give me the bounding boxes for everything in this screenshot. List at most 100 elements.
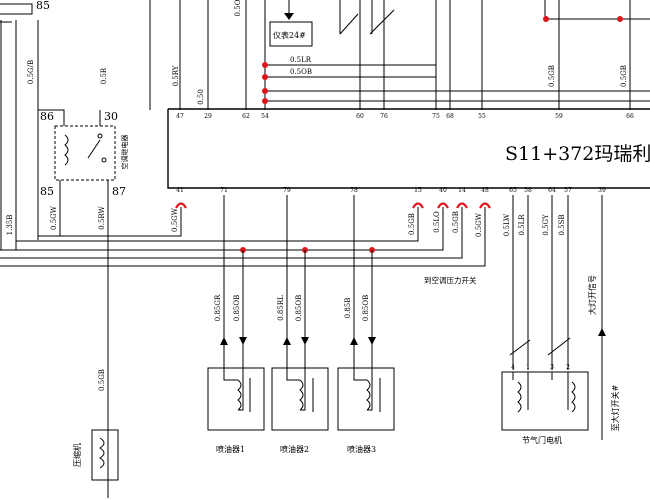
wire-label: 0.50 bbox=[197, 89, 205, 105]
wire-label: 0.5G/B bbox=[27, 60, 35, 84]
wire-label: 0.85OB bbox=[233, 295, 241, 321]
injector-1 bbox=[207, 250, 265, 431]
ecu-pin-label: 47 bbox=[176, 113, 184, 120]
ecu-pin-label: 14 bbox=[458, 187, 466, 194]
relay-coil-icon bbox=[64, 134, 69, 166]
compressor-coil-icon bbox=[99, 437, 105, 469]
top-left-connector bbox=[0, 3, 33, 15]
headlight-switch-label: 至大灯开关# bbox=[610, 384, 620, 431]
wire-label: 0.5GW bbox=[475, 212, 483, 237]
wire-label: 0.5LR bbox=[290, 56, 312, 64]
motor-coil-icon bbox=[517, 381, 522, 413]
wire-label: 0.5GW bbox=[50, 205, 58, 230]
arrow-down-icon bbox=[301, 337, 309, 345]
wire-label: 0.5SB bbox=[558, 214, 566, 235]
ecu-pin-label: 76 bbox=[380, 113, 388, 120]
twisted-pair-mark bbox=[509, 339, 531, 356]
wire-pin48 bbox=[0, 207, 486, 267]
ecu-pin-label: 78 bbox=[350, 187, 358, 194]
inj3-coil-icon bbox=[366, 379, 371, 411]
wire-pin14 bbox=[0, 207, 463, 259]
ecu-pin-label: 71 bbox=[220, 187, 228, 194]
junction-dot bbox=[262, 74, 268, 80]
headlight-signal-label: 大灯开信号 bbox=[587, 275, 597, 315]
relay-pin-label: 87 bbox=[112, 185, 126, 198]
relay-pin-label: 85 bbox=[40, 185, 54, 198]
junction-dot bbox=[262, 88, 268, 94]
connector-arc bbox=[175, 202, 187, 209]
injector-1-label: 喷油器1 bbox=[216, 444, 245, 454]
ecu-pin-label: 65 bbox=[509, 187, 517, 194]
ecu-pin-label: 41 bbox=[176, 187, 184, 194]
wire-label: 0.85OB bbox=[362, 295, 370, 321]
twisted-pair-mark bbox=[369, 9, 395, 35]
ecu-pin-label: 40 bbox=[439, 187, 447, 194]
ecu-pin-label: 54 bbox=[261, 113, 269, 120]
junction-dot bbox=[543, 16, 549, 22]
ecu-box bbox=[167, 108, 650, 189]
ecu-pin-label: 29 bbox=[204, 113, 212, 120]
connector-arc bbox=[437, 202, 449, 209]
ecu-pin-label: 59 bbox=[555, 113, 563, 120]
instrument-label: 仪表24# bbox=[273, 30, 306, 40]
throttle-motor-label: 节气门电机 bbox=[522, 435, 562, 445]
ecu-pin-label: 15 bbox=[414, 187, 422, 194]
wire-label: 0.5GB bbox=[408, 213, 416, 235]
inj2-box bbox=[271, 367, 329, 431]
wire-label: 0.85GR bbox=[214, 294, 222, 321]
wire-label: 0.5RW bbox=[98, 205, 106, 229]
wire-label: 0.5R bbox=[100, 67, 108, 84]
wire-label: 0.5GB bbox=[620, 65, 628, 87]
ecu-pin-label: 58 bbox=[524, 187, 532, 194]
wire-pin40 bbox=[0, 207, 444, 251]
wire-label: 0.5GB bbox=[548, 65, 556, 87]
inj1-coil-icon bbox=[237, 379, 242, 411]
wire-label: 0.5OB bbox=[290, 68, 312, 76]
throttle-motor-box bbox=[501, 371, 589, 431]
instrument-box bbox=[269, 21, 313, 47]
ecu-pin-label: 39 bbox=[598, 187, 606, 194]
motor-pin-label: 2 bbox=[566, 364, 570, 371]
relay-box bbox=[54, 125, 116, 181]
relay-contact bbox=[97, 133, 103, 139]
arrow-up-icon bbox=[350, 337, 358, 345]
ac-switch-label: 到空调压力开关 bbox=[424, 275, 477, 285]
compressor-label: 压缩机 bbox=[72, 443, 82, 467]
inj2-coil-icon bbox=[299, 379, 304, 411]
wire-pin41 bbox=[38, 207, 182, 237]
throttle-motor: 4 1 3 2 bbox=[501, 337, 589, 431]
top-left-number: 85 bbox=[36, 0, 50, 12]
wire-label: 0.5GY bbox=[542, 214, 550, 236]
wire-label: 0.5GB bbox=[98, 369, 106, 391]
compressor-box bbox=[91, 429, 119, 481]
ecu-pin-label: 62 bbox=[242, 113, 250, 120]
ecu-pin-label: 60 bbox=[356, 113, 364, 120]
inj1-leads bbox=[223, 345, 244, 411]
twisted-pair-mark bbox=[339, 13, 359, 35]
wire-label: 0.5O bbox=[234, 0, 242, 16]
wire-pin15 bbox=[16, 207, 419, 242]
inj3-box bbox=[337, 367, 395, 431]
motor-pin-label: 4 bbox=[511, 364, 515, 371]
arrow-up-icon bbox=[283, 337, 291, 345]
junction-dot bbox=[262, 62, 268, 68]
ecu-pin-label: 66 bbox=[626, 113, 634, 120]
arrow-down-icon bbox=[239, 337, 247, 345]
wire-label: 0.85B bbox=[344, 298, 352, 319]
wire-label: 1.35B bbox=[6, 215, 14, 236]
injector-3-label: 喷油器3 bbox=[347, 444, 376, 454]
motor-leads-a bbox=[512, 372, 529, 410]
wire-label: 0.85OB bbox=[295, 295, 303, 321]
ecu-pin-label: 55 bbox=[478, 113, 486, 120]
wire-label: 0.5RY bbox=[172, 65, 180, 86]
motor-pin-label: 1 bbox=[526, 364, 530, 371]
inj3-leads bbox=[353, 345, 373, 411]
ecu-pin-label: 48 bbox=[481, 187, 489, 194]
wire-label: 0.5LO bbox=[433, 211, 441, 233]
relay-wire-86 bbox=[38, 109, 65, 126]
injector-3 bbox=[337, 250, 395, 431]
ecu-pin-label: 75 bbox=[432, 113, 440, 120]
wire-label: 0.5LR bbox=[518, 214, 526, 236]
connector-arc bbox=[412, 202, 424, 209]
